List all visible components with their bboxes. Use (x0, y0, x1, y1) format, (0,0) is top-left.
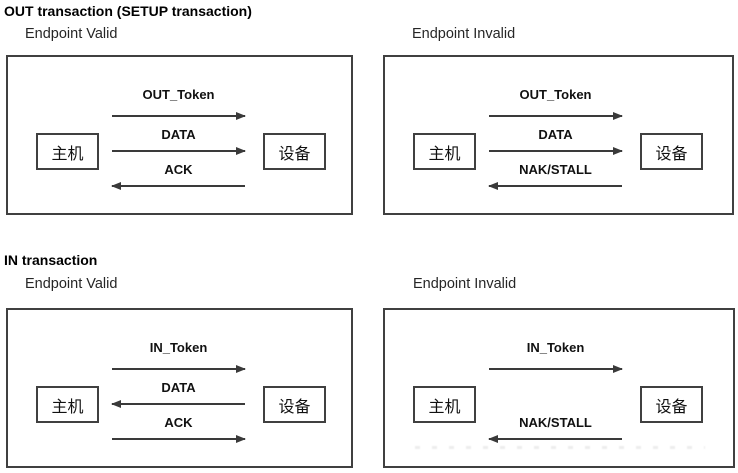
host-label: 主机 (51, 398, 84, 416)
host-label: 主机 (428, 145, 461, 163)
subtitle-out-endpoint-invalid: Endpoint Invalid (412, 26, 516, 42)
device-label: 设备 (278, 145, 311, 163)
arrow-label-nak-stall: NAK/STALL (519, 415, 592, 430)
host-box: 主机 (36, 386, 99, 423)
arrow-label-in-token: IN_Token (149, 340, 208, 355)
arrow-right-icon (112, 147, 246, 155)
arrow-label-ack: ACK (164, 162, 193, 177)
panel-in-endpoint-valid: 主机 设备 IN_Token DATA ACK (6, 308, 353, 468)
device-box: 设备 (263, 386, 326, 423)
arrow-label-nak-stall: NAK/STALL (519, 162, 592, 177)
arrow-left-icon (488, 435, 622, 443)
arrow-label-out-token: OUT_Token (142, 87, 215, 102)
arrow-label-ack: ACK (164, 415, 193, 430)
arrow-right-icon (112, 112, 246, 120)
device-box: 设备 (640, 133, 703, 170)
panel-in-endpoint-invalid: 主机 设备 IN_Token NAK/STALL (383, 308, 735, 468)
arrow-left-icon (488, 182, 622, 190)
subtitle-out-endpoint-valid: Endpoint Valid (25, 26, 118, 42)
section-title-in-transaction: IN transaction (4, 252, 98, 268)
device-box: 设备 (640, 386, 703, 423)
arrow-label-data: DATA (161, 127, 196, 142)
device-label: 设备 (655, 398, 688, 416)
host-box: 主机 (413, 133, 476, 170)
arrow-label-in-token: IN_Token (526, 340, 585, 355)
device-box: 设备 (263, 133, 326, 170)
arrow-right-icon (489, 147, 623, 155)
arrow-label-out-token: OUT_Token (519, 87, 592, 102)
host-box: 主机 (413, 386, 476, 423)
host-box: 主机 (36, 133, 99, 170)
arrow-label-data: DATA (538, 127, 573, 142)
subtitle-in-endpoint-invalid: Endpoint Invalid (413, 276, 517, 292)
device-label: 设备 (278, 398, 311, 416)
arrow-label-data: DATA (161, 380, 196, 395)
subtitle-in-endpoint-valid: Endpoint Valid (25, 276, 118, 292)
section-title-out-transaction: OUT transaction (SETUP transaction) (4, 3, 252, 19)
arrow-right-icon (489, 112, 623, 120)
arrow-left-icon (111, 400, 245, 408)
arrow-left-icon (111, 182, 245, 190)
host-label: 主机 (428, 398, 461, 416)
arrow-right-icon (112, 365, 246, 373)
arrow-right-icon (489, 365, 623, 373)
device-label: 设备 (655, 145, 688, 163)
host-label: 主机 (51, 145, 84, 163)
arrow-right-icon (112, 435, 246, 443)
panel-out-endpoint-valid: 主机 设备 OUT_Token DATA ACK (6, 55, 353, 215)
faint-watermark-artifact (415, 446, 705, 449)
panel-out-endpoint-invalid: 主机 设备 OUT_Token DATA NAK/STALL (383, 55, 734, 215)
